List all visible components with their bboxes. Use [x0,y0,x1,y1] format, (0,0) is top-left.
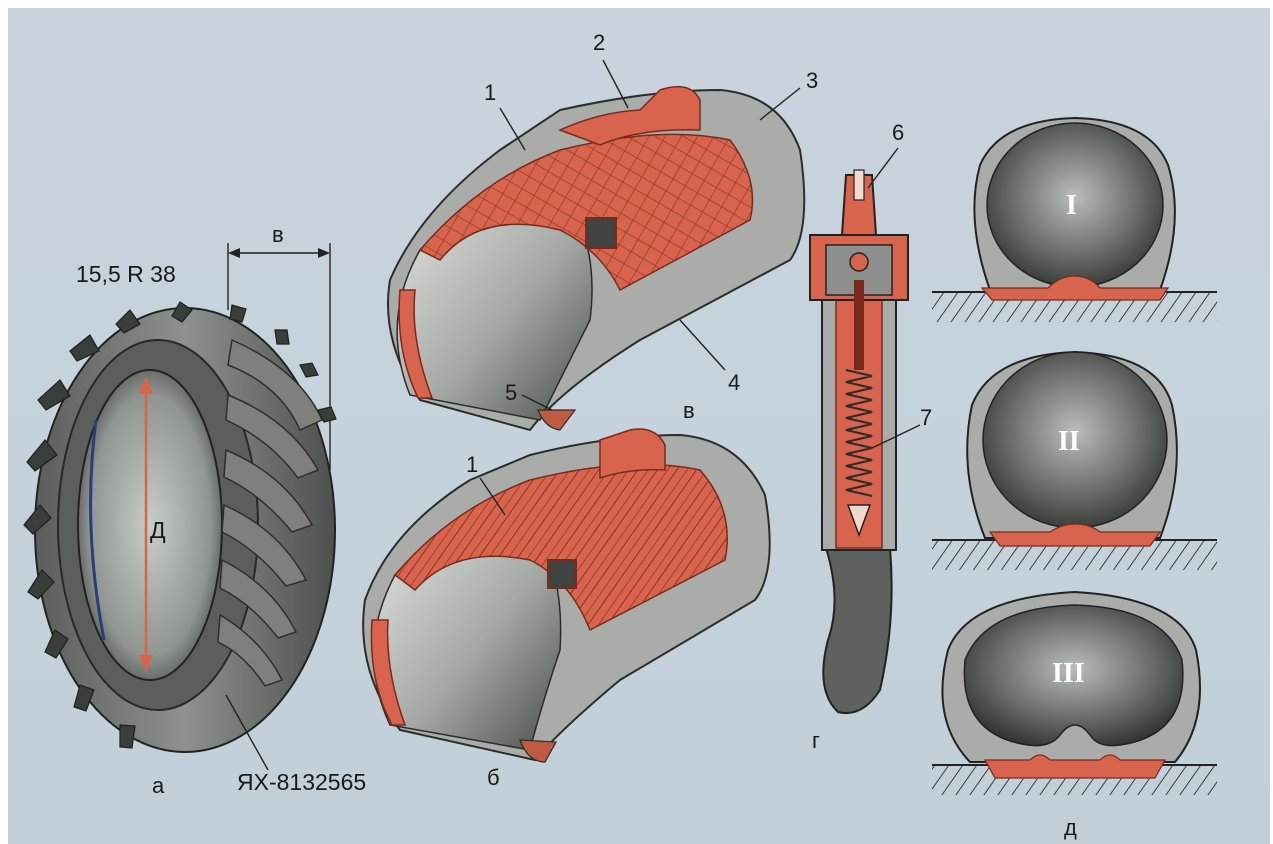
diameter-label: Д [150,517,166,543]
callout-7: 7 [920,405,932,430]
state-II: II [932,352,1217,570]
callout-2: 2 [593,30,605,55]
arrow-right-icon [318,248,330,258]
caption-a: а [152,773,165,798]
state-label-1: I [1066,190,1077,221]
valve-figure: 6 7 г [810,120,932,753]
tractor-tire-figure: 15,5 R 38 в Д ЯХ-8132565 а [24,222,366,798]
ply-window [548,560,576,588]
leader-6 [868,148,898,188]
callout-5: 5 [505,380,517,405]
state-I: I [932,118,1217,322]
size-marking: 15,5 R 38 [76,261,176,287]
bias-tire-cutaway: 1 б [363,429,770,790]
bead [538,410,575,430]
callout-3: 3 [806,68,818,93]
valve-rubber-base [823,548,891,713]
arrow-left-icon [228,248,240,258]
inflation-states-figure: I II III д [932,118,1217,840]
valve-pin [854,280,864,370]
width-label: в [272,222,284,247]
ply-window [586,218,616,248]
state-label-2: II [1058,426,1080,457]
callout-6: 6 [892,120,904,145]
valve-pin-head [850,253,868,271]
valve-cap-slot [854,170,864,200]
caption-v: в [683,398,695,423]
callout-4: 4 [728,370,740,395]
caption-d: д [1064,815,1077,840]
caption-g: г [812,728,820,753]
state-label-3: III [1052,658,1085,689]
radial-tire-cutaway: 1 2 3 4 5 в [388,30,818,430]
callout-1b: 1 [466,452,478,477]
leader-4 [680,320,725,370]
state-III: III [932,592,1217,795]
callout-1: 1 [484,80,496,105]
serial-number: ЯХ-8132565 [237,769,366,795]
caption-b: б [487,765,500,790]
